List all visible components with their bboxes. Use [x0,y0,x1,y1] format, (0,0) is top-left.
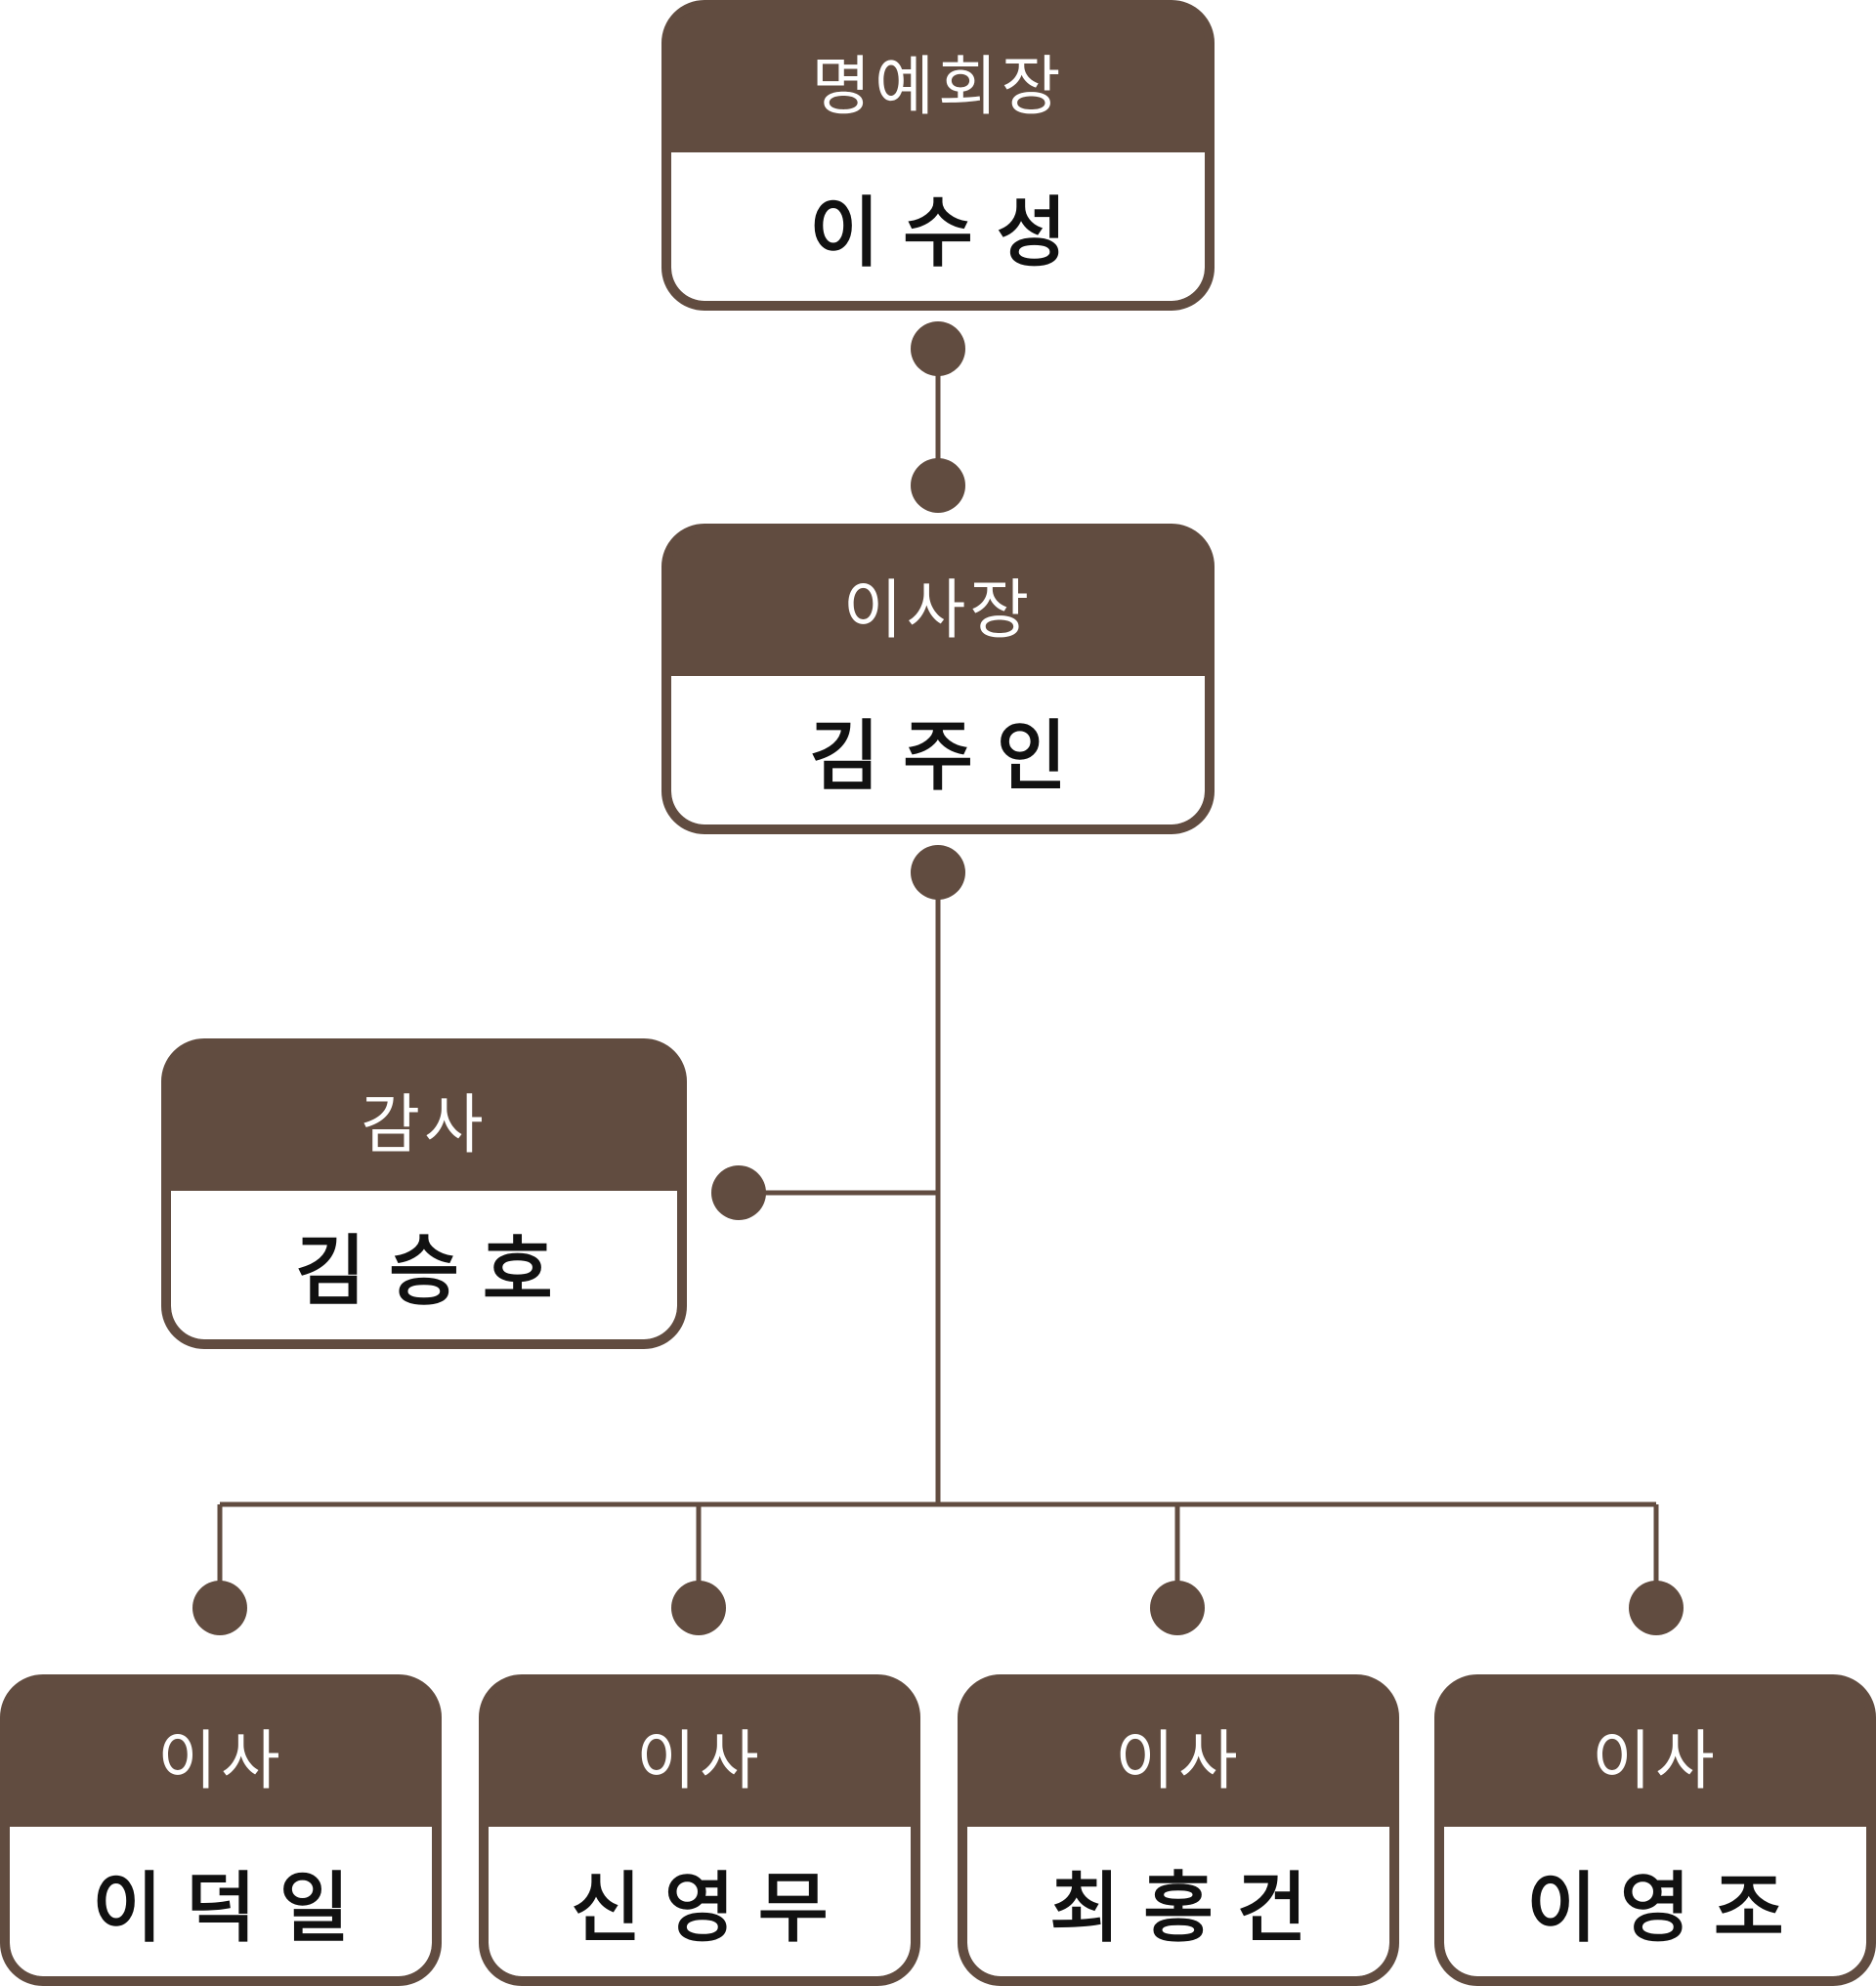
person-name: 이영조 [1444,1827,1866,1976]
role-label: 이사 [1592,1723,1719,1798]
person-name: 신영무 [489,1827,911,1976]
connector-dot [911,458,965,513]
connector-dot [711,1165,766,1220]
role-label: 이사 [157,1723,284,1798]
node-honorary-chairman: 명예회장 이수성 [661,0,1215,311]
person-name: 김주인 [671,676,1205,824]
role-label: 이사 [636,1723,763,1798]
node-director-3: 이사 최홍건 [958,1674,1399,1986]
connector-dot [192,1581,247,1635]
person-name: 이수성 [671,152,1205,301]
role-label: 이사 [1115,1723,1242,1798]
connector-dot [1629,1581,1684,1635]
role-label: 이사장 [842,572,1034,648]
connector-dot [911,321,965,376]
node-auditor: 감사 김승호 [161,1038,687,1349]
connector-dot [671,1581,726,1635]
connector-dot [1150,1581,1205,1635]
person-name: 이덕일 [10,1827,432,1976]
person-name: 최홍건 [967,1827,1389,1976]
person-name: 김승호 [171,1191,677,1339]
node-director-2: 이사 신영무 [479,1674,920,1986]
node-director-1: 이사 이덕일 [0,1674,442,1986]
role-label: 감사 [361,1087,488,1162]
node-director-4: 이사 이영조 [1434,1674,1876,1986]
role-label: 명예회장 [811,49,1065,124]
connector-dot [911,845,965,900]
node-chairman: 이사장 김주인 [661,524,1215,834]
